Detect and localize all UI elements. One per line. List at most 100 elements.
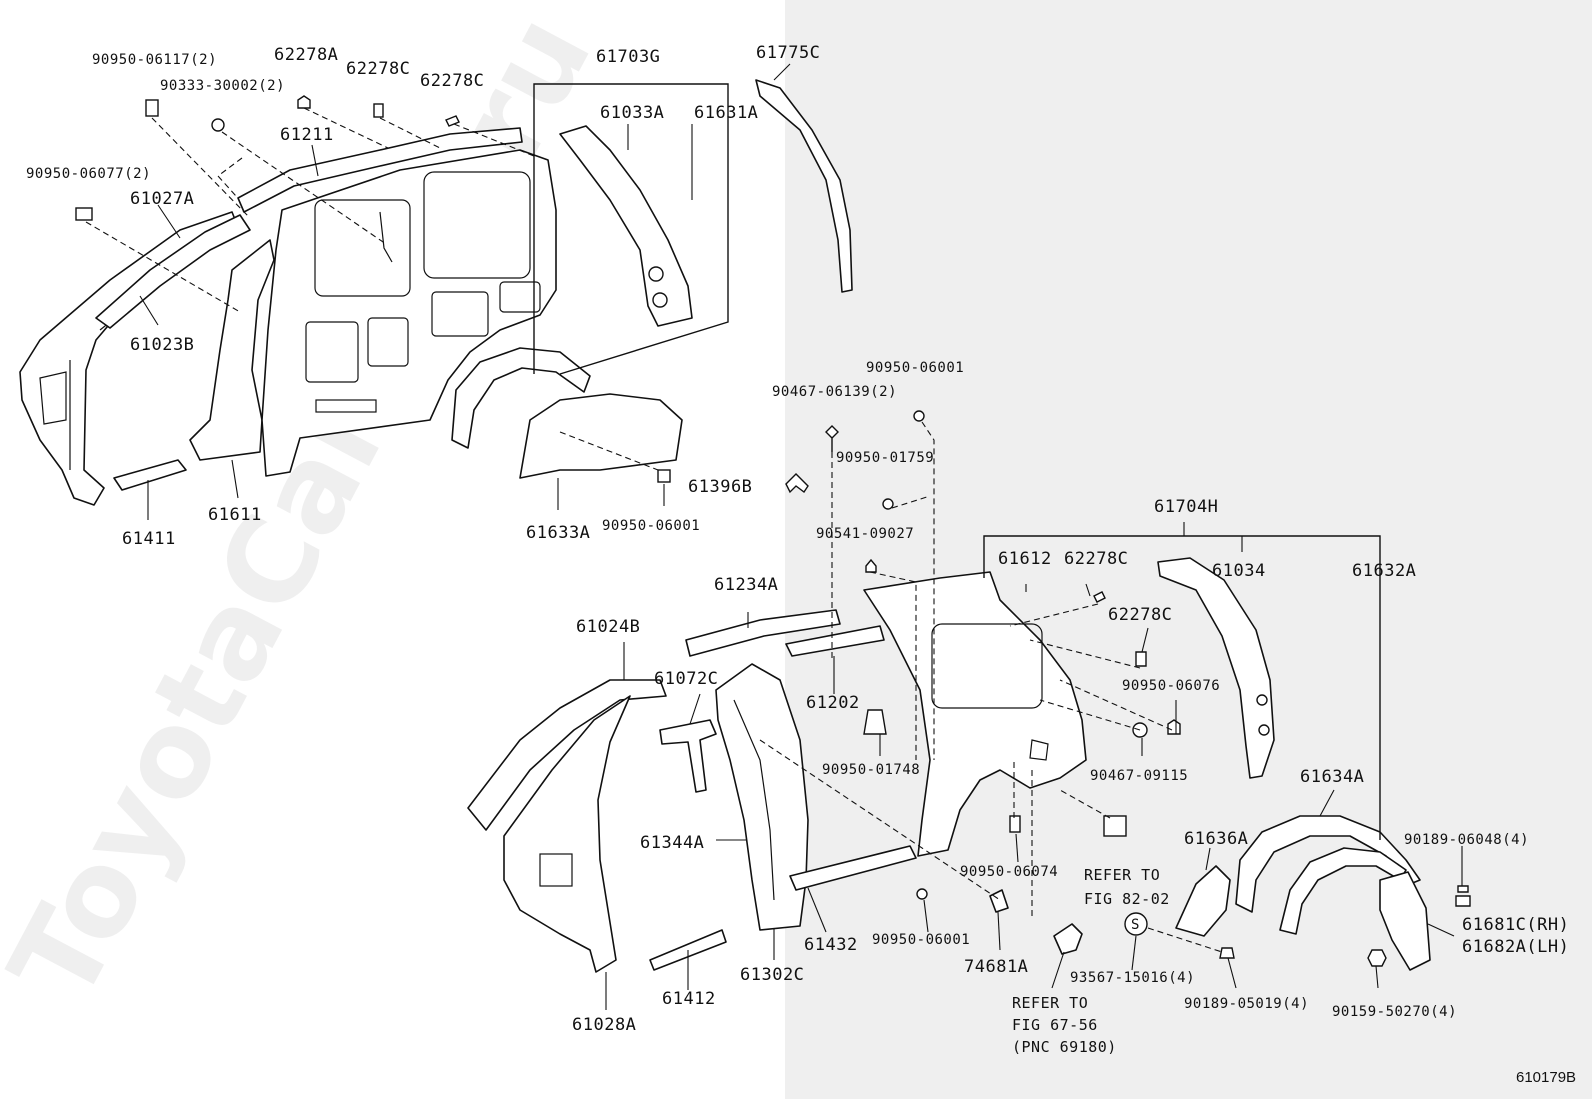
right-fasteners: S <box>785 410 1471 967</box>
part-61636a-bracket <box>1175 865 1231 937</box>
refer-67-56-line2: FIG 67-56 <box>1012 1016 1098 1034</box>
label-9046706139: 90467-06139(2) <box>772 384 897 400</box>
nut-9018905019 <box>1219 947 1235 959</box>
label-9095006001-a: 90950-06001 <box>602 518 700 534</box>
label-62278c-b: 62278C <box>420 71 484 91</box>
label-9054109027: 90541-09027 <box>816 526 914 542</box>
label-61432: 61432 <box>804 935 858 955</box>
part-61072c-bracket <box>659 719 717 793</box>
plug-9095001759 <box>882 498 894 510</box>
right-leaders <box>605 522 1463 1010</box>
label-74681a: 74681A <box>964 957 1028 977</box>
label-61023b: 61023B <box>130 335 194 355</box>
label-9095006001-b: 90950-06001 <box>866 360 964 376</box>
clip-62278a <box>297 95 311 109</box>
part-61611-pillar <box>189 239 275 461</box>
label-61028a: 61028A <box>572 1015 636 1035</box>
left-fasteners <box>75 95 671 483</box>
label-9095006074: 90950-06074 <box>960 864 1058 880</box>
s-mark-circle <box>1124 912 1148 936</box>
label-61024b: 61024B <box>576 617 640 637</box>
plug-9095001748 <box>863 709 887 735</box>
refer-82-02-line1: REFER TO <box>1084 866 1160 884</box>
screw-9015950270 <box>1367 949 1387 967</box>
label-61634a: 61634A <box>1300 767 1364 787</box>
clip-9095006077 <box>75 207 93 221</box>
refer-67-56-line1: REFER TO <box>1012 994 1088 1012</box>
refer-82-02-line2: FIG 82-02 <box>1084 890 1170 908</box>
label-9046709115: 90467-09115 <box>1090 768 1188 784</box>
label-61211: 61211 <box>280 125 334 145</box>
label-61612: 61612 <box>998 549 1052 569</box>
label-61033a: 61033A <box>600 103 664 123</box>
label-62278c-a: 62278C <box>346 59 410 79</box>
label-9018906048: 90189-06048(4) <box>1404 832 1529 848</box>
label-61681c: 61681C(RH) <box>1462 915 1569 935</box>
clip-9095006074 <box>1009 815 1021 833</box>
label-61034: 61034 <box>1212 561 1266 581</box>
label-61234a: 61234A <box>714 575 778 595</box>
label-61703g: 61703G <box>596 47 660 67</box>
part-61023b-pillar <box>19 211 241 506</box>
label-9095006001-c: 90950-06001 <box>872 932 970 948</box>
label-61027a: 61027A <box>130 189 194 209</box>
part-61631a-arch <box>451 347 591 449</box>
label-61704h: 61704H <box>1154 497 1218 517</box>
refer-plate <box>1103 815 1127 837</box>
label-61072c: 61072C <box>654 669 718 689</box>
figure-id: 610179B <box>1516 1069 1576 1086</box>
left-dashed-leaders <box>85 107 659 471</box>
part-61027a-rail <box>95 214 251 329</box>
clip-62278c-b <box>445 115 460 127</box>
part-61234a-rail <box>685 609 841 657</box>
part-61034-pillar <box>1157 557 1275 779</box>
label-9356715016: 93567-15016(4) <box>1070 970 1195 986</box>
label-61632a: 61632A <box>1352 561 1416 581</box>
part-61028a-pillar <box>503 695 631 973</box>
right-dashed-leaders <box>759 421 1223 953</box>
part-61633a-wheelhouse <box>519 393 683 479</box>
part-61432-rocker <box>789 845 917 891</box>
plug-9054109027 <box>865 558 877 573</box>
label-61411: 61411 <box>122 529 176 549</box>
label-9095001759: 90950-01759 <box>836 450 934 466</box>
labels: 90950-06117(2) 90333-30002(2) 62278A 622… <box>26 43 1576 1086</box>
part-61344a-pillar <box>715 663 809 931</box>
label-61636a: 61636A <box>1184 829 1248 849</box>
part-74681a <box>989 889 1009 913</box>
screw-9046706139 <box>825 425 839 452</box>
part-61033a-pillar <box>559 125 693 327</box>
label-9033330002: 90333-30002(2) <box>160 78 285 94</box>
part-61634a-wheelhouse <box>1235 815 1421 913</box>
label-61633a: 61633A <box>526 523 590 543</box>
plug-9095006001-c <box>916 888 928 900</box>
label-9095006076: 90950-06076 <box>1122 678 1220 694</box>
label-61344a: 61344A <box>640 833 704 853</box>
label-62278c-d: 62278C <box>1108 605 1172 625</box>
plug-9033330002 <box>211 118 225 132</box>
part-61612-quarter-panel <box>863 571 1087 857</box>
left-leaders <box>139 63 791 520</box>
part-ref-69180 <box>1053 923 1083 955</box>
part-61211-roof-rail <box>237 127 523 213</box>
label-61202: 61202 <box>806 693 860 713</box>
label-61611: 61611 <box>208 505 262 525</box>
refer-67-56-line3: (PNC 69180) <box>1012 1038 1117 1056</box>
label-9018905019: 90189-05019(4) <box>1184 996 1309 1012</box>
plug-9095006001-b <box>913 410 925 422</box>
clip-62278c-d <box>1135 651 1147 667</box>
screw-9018906048 <box>1455 885 1471 907</box>
clip-61396b <box>785 473 809 494</box>
left-assembly <box>19 79 853 506</box>
right-assembly <box>467 557 1431 973</box>
part-61703g-quarter-panel <box>261 149 557 477</box>
part-61202-rail <box>785 625 885 657</box>
label-9095001748: 90950-01748 <box>822 762 920 778</box>
clip-9095006117 <box>145 99 159 117</box>
clip-62278c-c <box>1093 591 1106 603</box>
label-61682a: 61682A(LH) <box>1462 937 1569 957</box>
label-61412: 61412 <box>662 989 716 1009</box>
label-61631a: 61631A <box>694 103 758 123</box>
